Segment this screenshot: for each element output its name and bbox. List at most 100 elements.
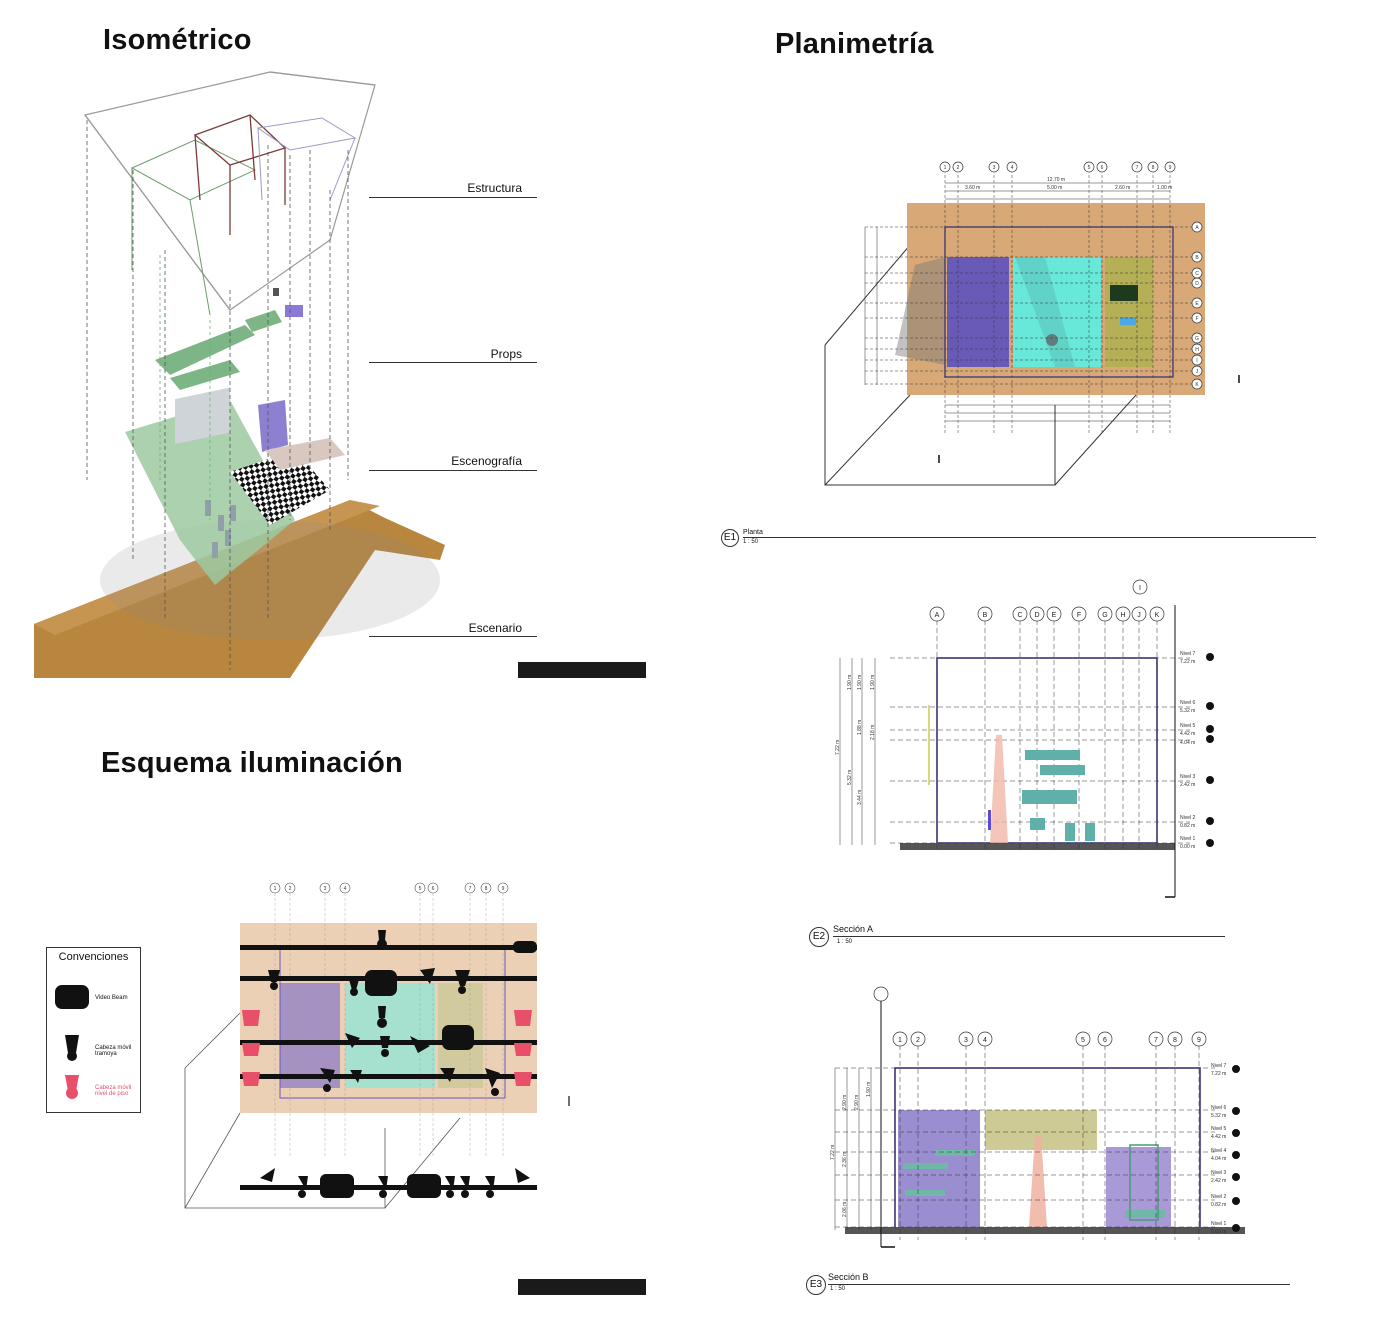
section-b-elev-4: 4.04 m	[1211, 1156, 1226, 1162]
plan-grid-B: B	[1195, 255, 1199, 261]
section-b-dim-4: 1.90 m	[866, 1082, 872, 1097]
view-tag-e2: E2 Sección A 1 : 50	[809, 923, 1225, 947]
plan-grid-D: D	[1195, 281, 1199, 287]
view-code-e2: E2	[809, 927, 829, 947]
view-scale-e2: 1 : 50	[837, 939, 853, 945]
legend-label-moving-head-truss: Cabeza móvil tramoya	[95, 1045, 132, 1057]
lighting-grid-4: 4	[344, 886, 347, 892]
section-b-dim-3: 2.90 m	[854, 1095, 860, 1110]
view-tag-e3: E3 Sección B 1 : 50	[806, 1271, 1290, 1295]
section-a-elev-5: 4.42 m	[1180, 731, 1195, 737]
section-a-level-3: Nivel 3	[1180, 774, 1196, 780]
section-b-grid-5: 5	[1081, 1037, 1085, 1044]
section-a-dim-5: 1.90 m	[857, 675, 863, 690]
screen-prop	[175, 387, 230, 445]
section-b-dim-2: 2.90 m	[842, 1095, 848, 1110]
section-b-elev-1: 0.00 m	[1211, 1229, 1226, 1235]
plan-grid-G: G	[1195, 336, 1199, 342]
conventions-title: Convenciones	[58, 951, 129, 963]
moving-heads-floor	[242, 1010, 532, 1086]
section-a-dim-total: 7.22 m	[835, 740, 841, 755]
section-a-dim-6: 1.90 m	[870, 675, 876, 690]
truss-bar	[240, 1074, 537, 1079]
layer-label-props: Props	[490, 347, 522, 361]
section-a-dim-4: 1.90 m	[847, 675, 853, 690]
isometric-title: Isométrico	[103, 24, 252, 56]
layer-line-structure	[369, 197, 537, 198]
view-tag-e1: E1 Planta 1 : 50	[721, 529, 1316, 547]
layer-label-scenography: Escenografía	[451, 454, 522, 468]
truss-bar	[240, 1185, 537, 1190]
section-a-elev-6: 5.32 m	[1180, 708, 1195, 714]
plan-grid-4: 4	[1011, 165, 1014, 171]
video-beam	[513, 941, 537, 953]
lighting-grid-1: 1	[274, 886, 277, 892]
section-b-drawing: 7.22 m 2.90 m 2.90 m 1.90 m 2.36 m 2.06 …	[830, 986, 1245, 1248]
view-scale-e1: 1 : 50	[743, 539, 759, 545]
view-name-e2: Sección A	[833, 924, 874, 934]
section-a-elev-7: 7.22 m	[1180, 659, 1195, 665]
legend-label-video-beam: Video Beam	[95, 995, 128, 1001]
moving-head-floor-icon	[65, 1075, 79, 1099]
green-backdrop	[125, 400, 295, 585]
scale-bar-top	[518, 662, 646, 678]
lighting-title: Esquema iluminación	[101, 747, 403, 779]
lighting-grid-6: 6	[432, 886, 435, 892]
video-beam	[442, 1025, 474, 1050]
plan-title: Planimetría	[775, 28, 934, 60]
section-a-level-6: Nivel 6	[1180, 700, 1196, 706]
plan-grid-F: F	[1195, 316, 1198, 322]
plan-grid-A: A	[1195, 225, 1199, 231]
plan-grid-C: C	[1195, 271, 1199, 277]
moving-head-truss-icon	[65, 1035, 79, 1061]
section-a-dim-3: 3.44 m	[857, 790, 863, 805]
section-a-grid-C: C	[1017, 612, 1022, 619]
video-beam	[320, 1174, 354, 1198]
section-b-elev-3: 2.42 m	[1211, 1178, 1226, 1184]
section-a-drawing: 7.22 m 5.32 m 3.44 m 1.90 m 1.90 m 1.90 …	[835, 579, 1214, 898]
plan-area-olive	[1105, 257, 1153, 367]
section-b-grid-7: 7	[1154, 1037, 1158, 1044]
lighting-grid-2: 2	[289, 886, 292, 892]
plan-grid-5: 5	[1088, 165, 1091, 171]
section-a-dim-2: 5.32 m	[847, 770, 853, 785]
plan-grid-7: 7	[1136, 165, 1139, 171]
section-a-grid-D: D	[1034, 612, 1039, 619]
legend-label-moving-head-floor: Cabeza móvil nivel de piso	[95, 1085, 132, 1097]
plan-dim-3: 2.60 m	[1115, 185, 1130, 191]
section-b-level-1: Nivel 1	[1211, 1221, 1227, 1227]
section-a-grid-H: H	[1120, 612, 1125, 619]
section-a-grid-A: A	[935, 612, 940, 619]
section-b-level-4: Nivel 4	[1211, 1148, 1227, 1154]
section-b-grid-6: 6	[1103, 1037, 1107, 1044]
plan-dim-2: 5.00 m	[1047, 185, 1062, 191]
section-b-grid-9: 9	[1197, 1037, 1201, 1044]
section-b-level-2: Nivel 2	[1211, 1194, 1227, 1200]
section-a-grid-G: G	[1102, 612, 1107, 619]
layer-line-props	[369, 362, 537, 363]
section-a-elev-4: 4.04 m	[1180, 740, 1195, 746]
plan-grid-1: 1	[944, 165, 947, 171]
view-code-e3: E3	[806, 1275, 826, 1295]
plan-drawing: 12.70 m 3.60 m 5.00 m 2.60 m 1.00 m 1 2 …	[824, 161, 1240, 486]
video-beam	[407, 1174, 441, 1198]
layer-label-structure: Estructura	[467, 181, 522, 195]
video-beam	[365, 970, 397, 996]
plan-dim-total: 12.70 m	[1047, 177, 1065, 183]
scale-bar-bottom	[518, 1279, 646, 1295]
plan-grid-H: H	[1195, 347, 1199, 353]
section-a-level-5: Nivel 5	[1180, 723, 1196, 729]
plan-grid-E: E	[1195, 301, 1199, 307]
view-name-e3: Sección B	[828, 1272, 869, 1282]
lighting-grid-5: 5	[419, 886, 422, 892]
section-b-level-5: Nivel 5	[1211, 1126, 1227, 1132]
structure-wireframe	[83, 71, 376, 311]
plan-grid-8: 8	[1152, 165, 1155, 171]
plan-grid-I: I	[1196, 358, 1197, 364]
lighting-grid-8: 8	[485, 886, 488, 892]
plan-dim-4: 1.00 m	[1157, 185, 1172, 191]
plan-grid-3: 3	[993, 165, 996, 171]
video-beam-icon	[55, 985, 89, 1009]
view-scale-e3: 1 : 50	[830, 1286, 846, 1292]
section-a-grid-B: B	[983, 612, 988, 619]
